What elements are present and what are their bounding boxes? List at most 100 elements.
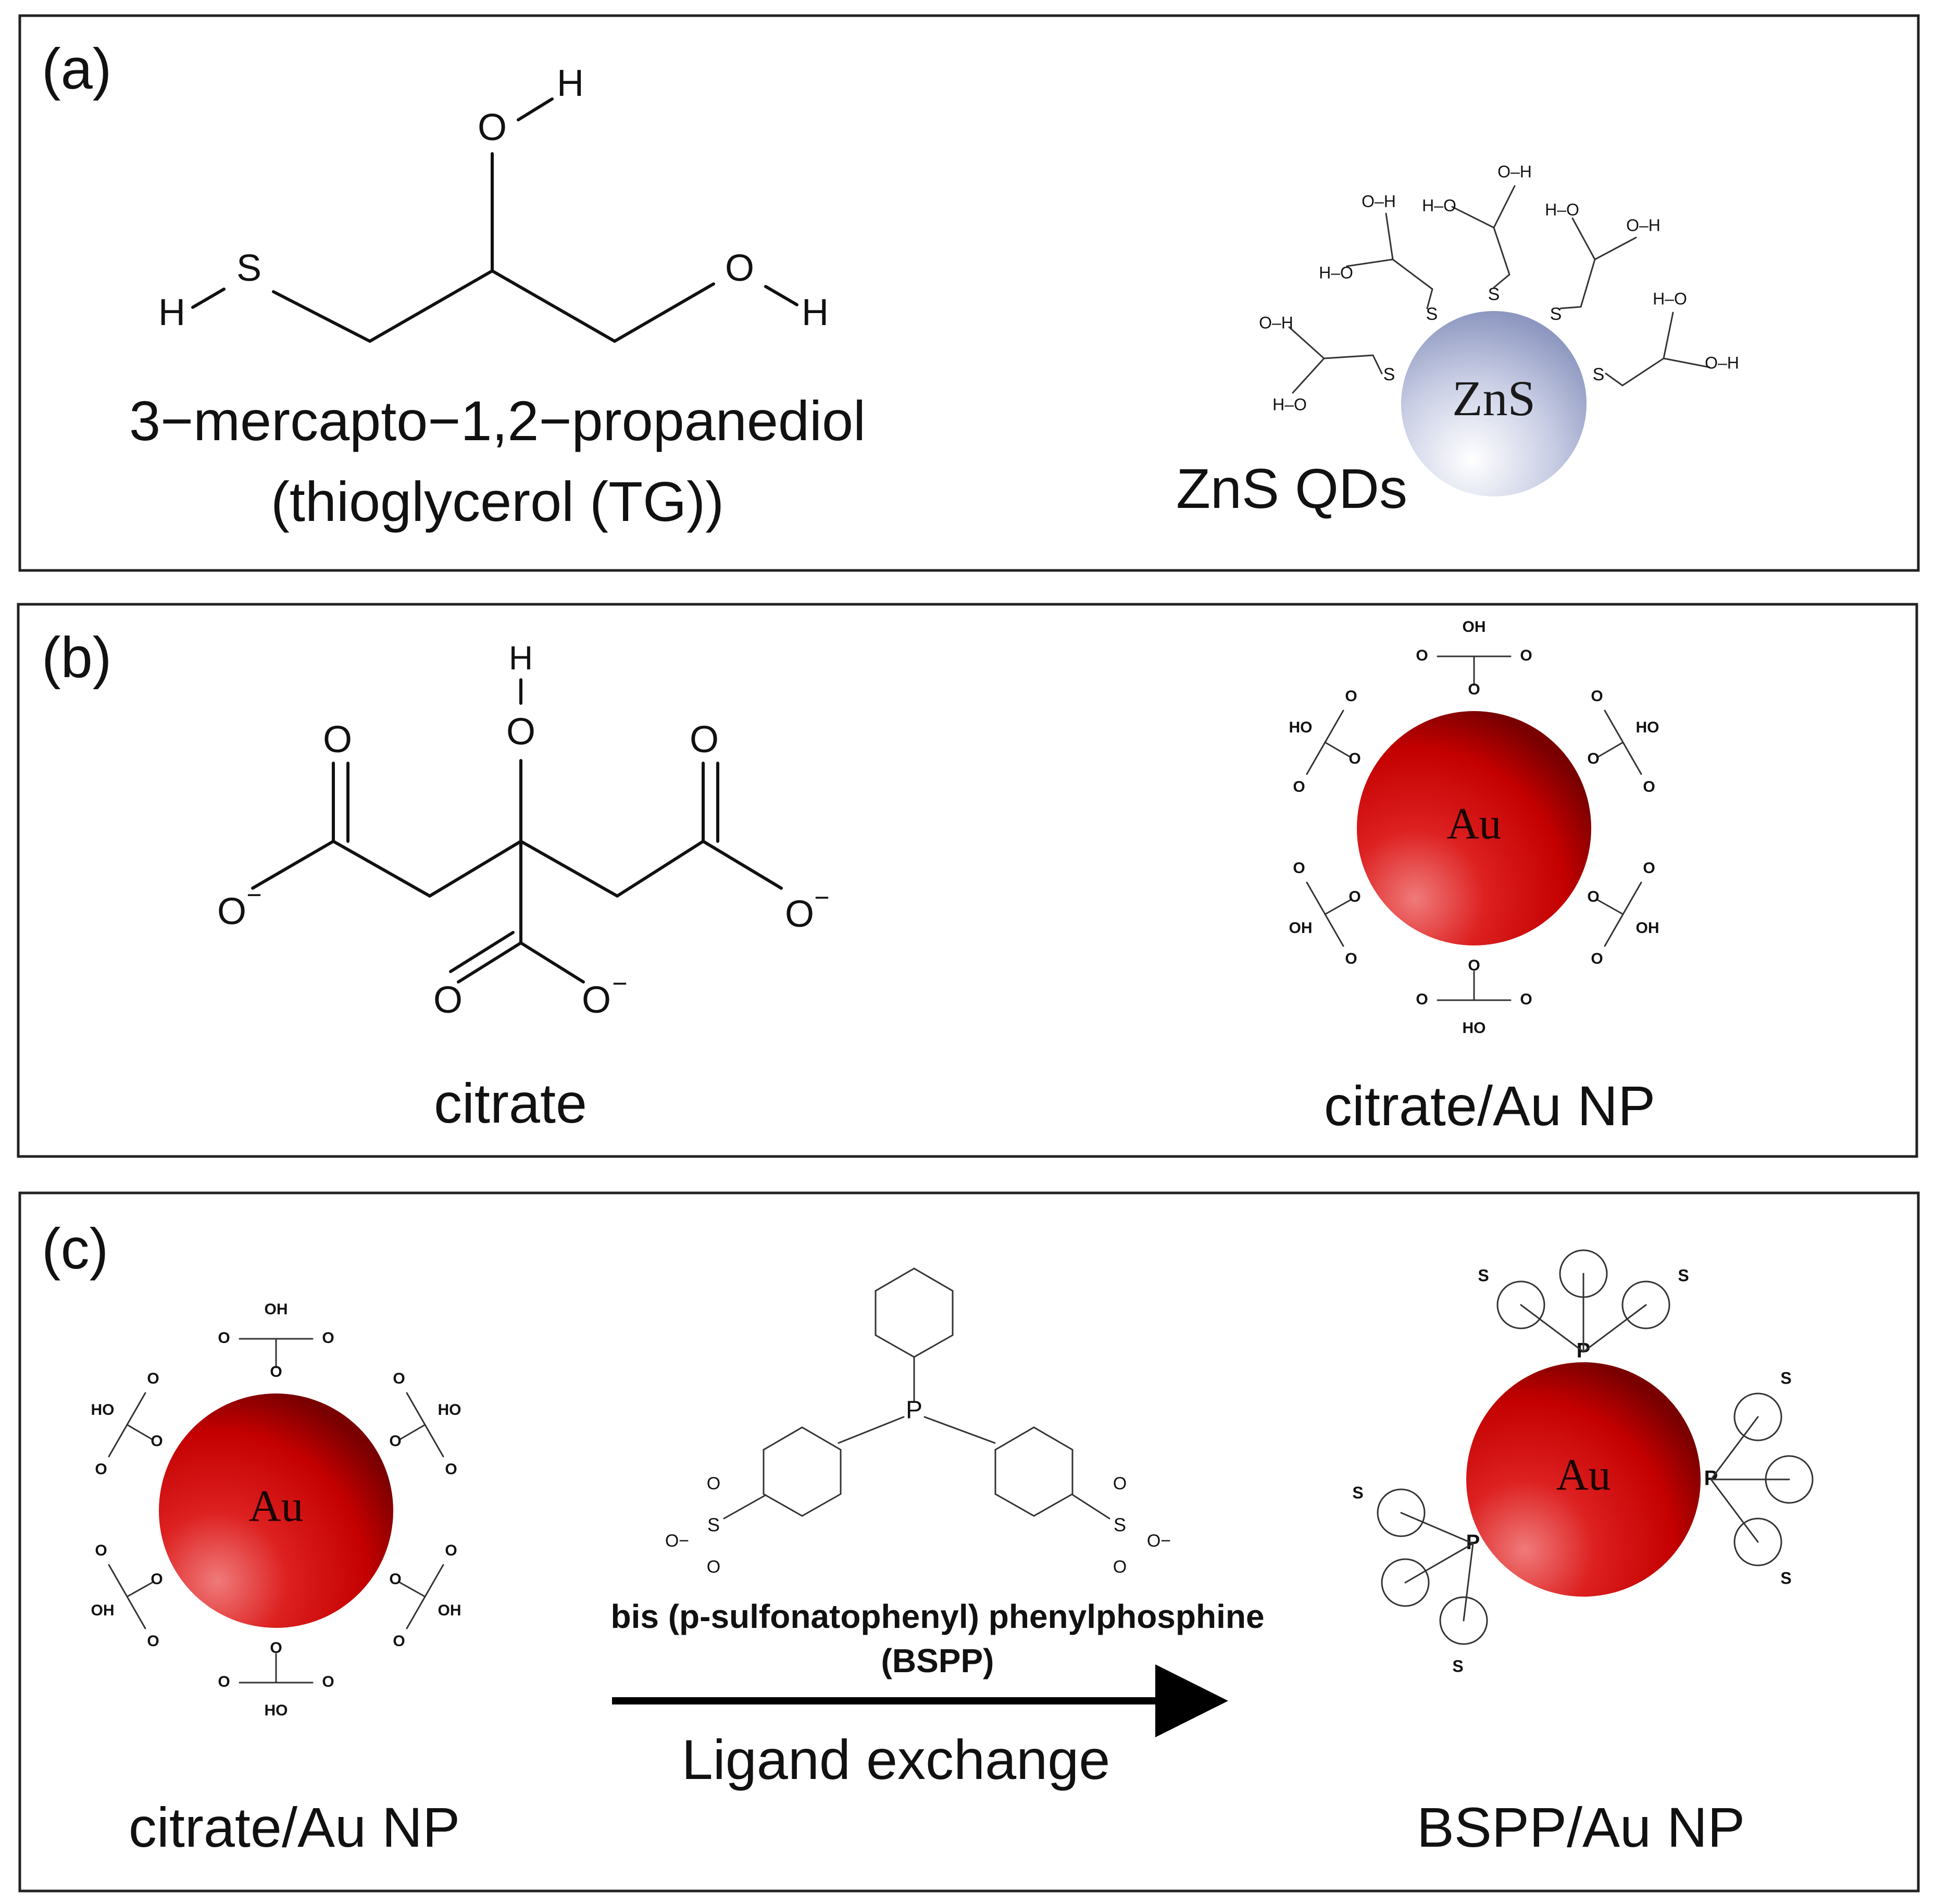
atom-o-left-carbonyl: O [323, 719, 352, 761]
product-bond-2-1 [1400, 1512, 1474, 1545]
thioglycerol-name: 3−mercapto−1,2−propanediol [129, 389, 866, 452]
zns-ligands: SO–HH–OSO–HH–OSO–HH–OSO–HH–OSO–HH–O [1259, 162, 1739, 414]
citrate-o-l-0-2: O [1591, 950, 1603, 967]
citrate-bond-l-1-2 [406, 1596, 426, 1629]
citrate-oh-0-5: HO [1289, 719, 1313, 736]
citrate-oh-1-5: HO [91, 1401, 115, 1418]
ligand-oh-b-4: H–O [1653, 289, 1687, 308]
sulfonatophenyl-ring-left [763, 1426, 842, 1517]
ligand-bond-c-1 [1385, 213, 1394, 260]
product-bond-1-1 [1710, 1478, 1759, 1543]
panel-c-tag: (c) [42, 1217, 108, 1281]
citrate-o-r-0-0: O [1416, 647, 1428, 664]
ligand-bond-a-2 [1493, 273, 1510, 289]
citrate-o-r-0-5: O [1293, 778, 1305, 795]
citrate-o-in-0-2: O [1587, 888, 1599, 905]
citrate-o-in-0-0: O [1468, 681, 1480, 698]
product-bond-0-0 [1520, 1304, 1584, 1353]
citrate-oh-0-3: HO [1463, 1019, 1486, 1037]
atom-h-right: H [802, 292, 829, 333]
panel-b-frame [17, 603, 1918, 1158]
citrate-bond-r-0-4 [1324, 913, 1344, 947]
citrate-o-in-1-0: O [270, 1363, 282, 1380]
panel-a-tag: (a) [42, 37, 111, 101]
citrate-o-l-1-4: O [95, 1542, 107, 1559]
bond-cb-o-double [449, 931, 515, 973]
bspp-bond-ring-s-right [1072, 1494, 1110, 1520]
citrate-o-r-0-2: O [1643, 860, 1655, 877]
atom-o-hydroxyl: O [506, 711, 535, 753]
ligand-bond-b-4 [1621, 357, 1665, 387]
product-ring-1-0 [1733, 1392, 1782, 1441]
citrate-o-l-0-5: O [1345, 688, 1357, 705]
thioglycerol-structure: H S O H O H [158, 63, 829, 343]
ligand-bond-b-3 [1580, 258, 1596, 308]
citrate-bond-l-1-5 [126, 1392, 146, 1426]
citrate-bond-in-0-4 [1324, 899, 1351, 915]
citrate-bond-r-0-1 [1604, 710, 1624, 743]
ligand-bond-d-0 [1292, 357, 1325, 394]
ligand-bond-c-0 [1288, 326, 1325, 359]
citrate-oh-1-1: HO [438, 1401, 461, 1418]
bspp-abbrev: (BSPP) [881, 1642, 994, 1679]
citrate-o-l-0-1: O [1643, 778, 1655, 795]
atom-o-right: O [725, 247, 754, 289]
ligand-oh-b-1: H–O [1319, 263, 1353, 282]
citrate-oh-0-1: HO [1636, 719, 1659, 736]
citrate-bond-l-1-1 [424, 1424, 444, 1458]
citrate-bond-l-0-4 [1306, 881, 1326, 915]
product-ring-0-1 [1621, 1280, 1670, 1329]
citrate-o-l-1-3: O [218, 1673, 230, 1690]
bond-c1-c2 [368, 269, 494, 343]
citrate-o-in-1-5: O [151, 1433, 163, 1450]
citrate-oh-1-0: OH [265, 1301, 288, 1318]
ligand-bond-b-2 [1493, 227, 1510, 276]
ligand-bond-c-3 [1594, 237, 1637, 260]
ligand-s-0: S [1383, 365, 1395, 384]
citrate-structure: H O O O − O O − O O − [217, 639, 830, 1021]
ligand-bond-d-4 [1663, 312, 1674, 359]
product-s-2-1: S [1352, 1483, 1363, 1502]
bond-ccentral-cl [428, 840, 522, 898]
citrate-o-r-0-4: O [1345, 950, 1357, 967]
ligand-oh-b-3: H–O [1545, 200, 1579, 219]
bspp-name: bis (p-sulfonatophenyl) phenylphosphine [610, 1598, 1264, 1635]
citrate-oh-0-2: OH [1636, 919, 1659, 937]
atom-o-right-carbonyl: O [690, 719, 719, 761]
panel-a: (a) H S O H O H 3−mercapto−1,2−propanedi… [18, 14, 1920, 572]
citrate-o-r-1-3: O [322, 1673, 334, 1690]
citrate-o-r-1-1: O [393, 1370, 405, 1387]
panel-a-frame [18, 14, 1920, 572]
citrate-bond-l-0-2 [1604, 913, 1624, 947]
citrate-o-r-0-3: O [1520, 991, 1532, 1008]
citrate-o-in-1-4: O [151, 1571, 163, 1588]
citrate-bond-r-1-4 [126, 1596, 146, 1629]
bspp-o-right-top: O [1113, 1474, 1127, 1494]
citrate-o-in-0-5: O [1349, 750, 1360, 767]
bond-cl-coo-l [332, 840, 431, 898]
bspp-o-left-anion: O− [665, 1531, 689, 1551]
ligand-bond-b-1 [1392, 258, 1433, 290]
ligand-bond-d-2 [1451, 206, 1495, 229]
ligand-bond-d-3 [1571, 217, 1596, 260]
ligand-bond-c-4 [1663, 357, 1711, 368]
citrate-bond-in-0-5 [1324, 741, 1351, 758]
citrate-bond-l-1-4 [108, 1564, 128, 1598]
product-ring-0-0 [1496, 1280, 1545, 1329]
citrate-o-l-1-2: O [393, 1633, 405, 1650]
citrate-o-in-1-1: O [389, 1433, 401, 1450]
bond-coo-l-ominus [251, 840, 335, 890]
citrate-o-r-0-1: O [1591, 688, 1603, 705]
charge-left: − [246, 880, 261, 910]
product-ring-0-2 [1559, 1249, 1608, 1298]
product-ring-2-2 [1381, 1558, 1430, 1607]
bspp-o-right-bottom: O [1113, 1557, 1127, 1577]
atom-o-bottom-anion: O [582, 979, 611, 1021]
